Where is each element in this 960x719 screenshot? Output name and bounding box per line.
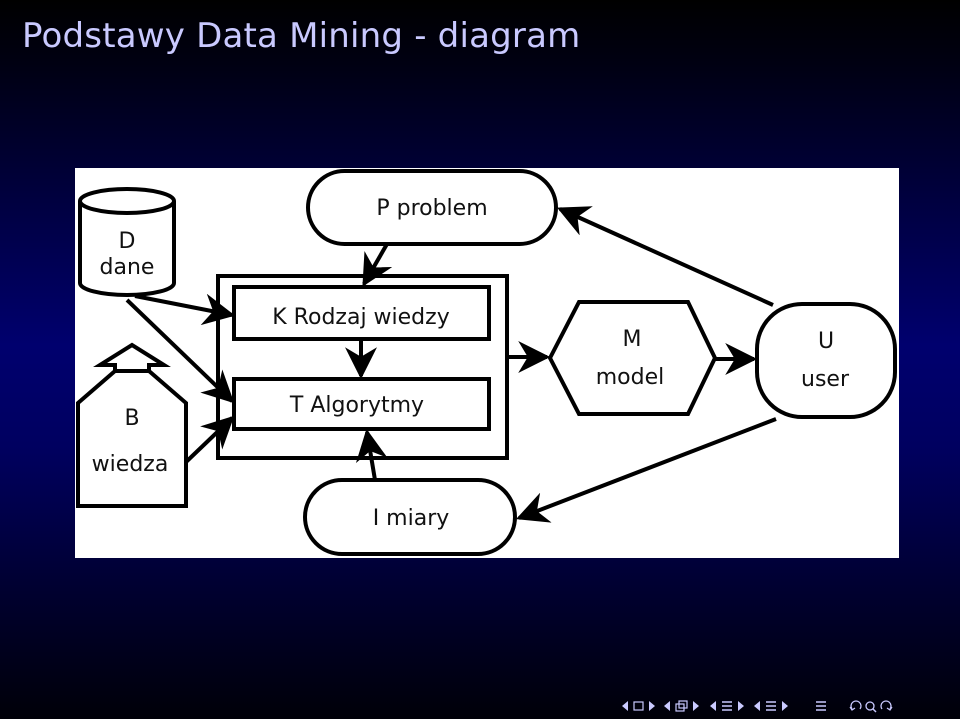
- arrow-d-to-k: [134, 293, 236, 326]
- beamer-navigation-bar: [620, 699, 950, 713]
- arrow-i-to-t: [355, 428, 388, 481]
- nav-appendix-icon[interactable]: [816, 701, 826, 711]
- wiedza-knowledge-node: B wiedza: [76, 342, 188, 508]
- data-mining-diagram: D dane B wiedza P problem K Rodzaj wiedz…: [75, 168, 899, 558]
- algorytmy-label: T Algorytmy: [289, 393, 424, 418]
- problem-node: P problem: [306, 169, 558, 246]
- arrow-u-to-i: [516, 417, 777, 523]
- arrow-p-to-k: [362, 243, 393, 287]
- model-node: M model: [547, 300, 718, 416]
- wiedza-label: wiedza: [92, 452, 169, 477]
- problem-label: P problem: [376, 196, 487, 221]
- nav-frame-icon[interactable]: [664, 700, 699, 712]
- dane-label: dane: [100, 255, 155, 280]
- miary-label: I miary: [373, 506, 450, 531]
- dane-database-node: D dane: [78, 187, 176, 297]
- dane-letter: D: [119, 229, 136, 254]
- arrow-u-to-p: [557, 206, 774, 307]
- model-letter: M: [623, 327, 642, 352]
- algorytmy-node: T Algorytmy: [232, 377, 491, 431]
- user-node: U user: [755, 302, 897, 419]
- nav-prev-icon[interactable]: [622, 701, 655, 711]
- slide-title: Podstawy Data Mining - diagram: [22, 16, 581, 56]
- rodzaj-wiedzy-node: K Rodzaj wiedzy: [232, 285, 491, 341]
- rodzaj-wiedzy-label: K Rodzaj wiedzy: [272, 305, 449, 330]
- user-label: user: [801, 367, 850, 392]
- nav-search-icon[interactable]: [849, 700, 893, 713]
- nav-section-icon[interactable]: [754, 701, 788, 711]
- user-letter: U: [818, 329, 834, 354]
- nav-subsection-icon[interactable]: [710, 701, 744, 711]
- arrow-d-to-t: [125, 298, 235, 404]
- arrow-b-to-t: [184, 415, 235, 464]
- model-label: model: [596, 365, 665, 390]
- wiedza-letter: B: [124, 406, 139, 431]
- miary-node: I miary: [303, 478, 517, 556]
